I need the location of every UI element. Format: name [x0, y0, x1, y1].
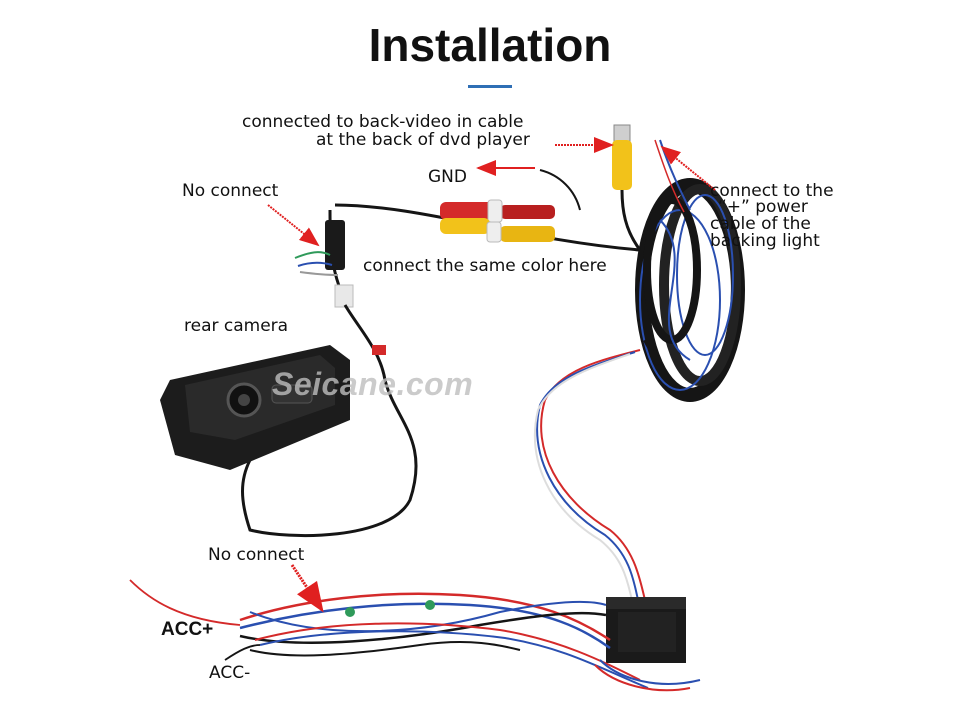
label-backing-2: “+” power	[718, 197, 808, 217]
page-title: Installation	[368, 19, 612, 71]
arrow-no-connect-top	[267, 204, 320, 247]
camera-cable	[241, 304, 418, 538]
label-no-connect-bottom: No connect	[208, 545, 305, 565]
acc-harness-loop	[129, 579, 701, 692]
title-underline	[468, 85, 512, 88]
rca-red-connector	[440, 199, 555, 223]
label-backing-3: cable of the	[710, 214, 811, 234]
label-no-connect-top: No connect	[182, 181, 279, 201]
label-acc-plus: ACC+	[161, 619, 214, 640]
video-rca-plug	[612, 124, 642, 251]
coiled-extension-cable	[635, 178, 745, 402]
label-backing-1: connect to the	[710, 181, 834, 201]
label-acc-minus: ACC-	[209, 663, 251, 683]
label-back-video-2: at the back of dvd player	[316, 130, 530, 150]
label-same-color: connect the same color here	[363, 256, 607, 276]
label-rear-camera: rear camera	[184, 316, 289, 336]
control-box-cable	[540, 349, 646, 601]
rear-camera-body	[160, 345, 350, 470]
label-back-video-1: connected to back-video in cable	[242, 112, 524, 132]
power-filter-box	[606, 597, 686, 663]
arrow-backing-light	[660, 145, 716, 191]
label-gnd: GND	[428, 167, 467, 187]
gnd-wire	[539, 169, 581, 211]
label-backing-4: backing light	[710, 231, 820, 251]
arrow-no-connect-bottom	[290, 564, 324, 613]
watermark-logo: Seicane.com	[272, 366, 474, 402]
camera-side-connector	[294, 220, 354, 308]
rca-yellow-connector	[440, 218, 555, 243]
